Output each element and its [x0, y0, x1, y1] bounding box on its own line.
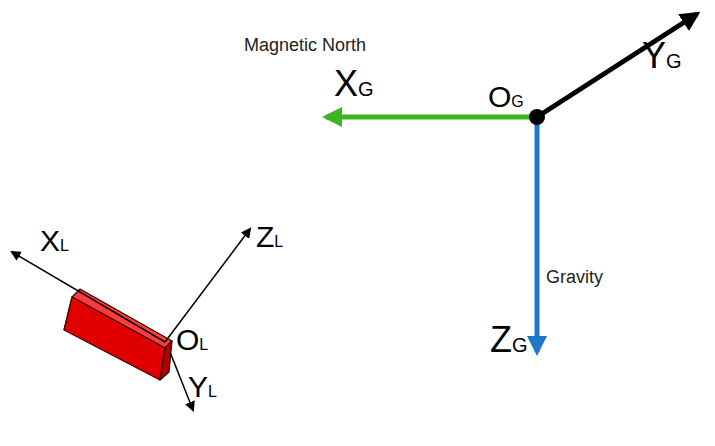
sensor-box: [64, 289, 172, 380]
axis-label-holder: XG: [334, 66, 374, 102]
x-axis-local: [12, 252, 165, 342]
axis-note: Gravity: [546, 267, 603, 287]
axis-note: Magnetic North: [244, 35, 366, 55]
origin-label-holder: OG: [488, 82, 524, 112]
axis-note-holder: Magnetic North: [244, 36, 366, 54]
axis-label: YL: [188, 372, 217, 402]
origin-dot: [529, 109, 545, 125]
origin-label-holder: OL: [176, 325, 208, 355]
axis-label-holder: XL: [40, 226, 69, 256]
axis-label-holder: ZL: [256, 222, 283, 252]
x-axis-global: [326, 115, 537, 120]
axis-label-holder: YL: [188, 372, 217, 402]
axis-label: XL: [40, 226, 69, 256]
y-axis-global: [537, 14, 697, 117]
z-axis-global: [535, 117, 540, 352]
axis-label: ZL: [256, 222, 283, 252]
axis-label-holder: ZG: [490, 322, 528, 358]
axis-label-holder: YG: [642, 38, 682, 74]
axis-label: YG: [642, 38, 682, 74]
origin-label: OG: [488, 82, 524, 112]
axis-label: ZG: [490, 322, 528, 358]
origin-label: OL: [176, 325, 208, 355]
axis-label: XG: [334, 66, 374, 102]
axis-note-holder: Gravity: [546, 268, 603, 286]
